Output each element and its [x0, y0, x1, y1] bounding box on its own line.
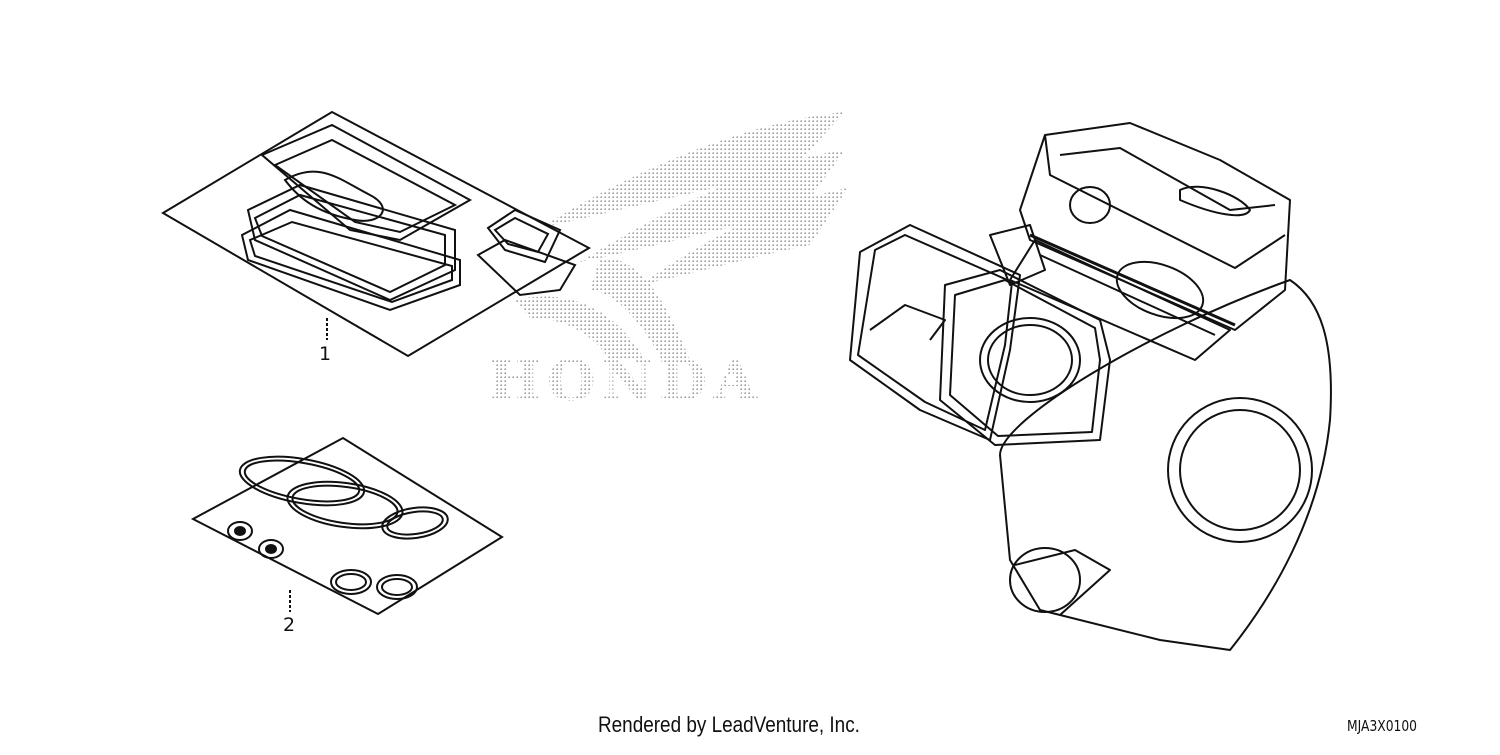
- callout-label-1[interactable]: 1: [319, 343, 332, 365]
- honda-wing-watermark: [515, 112, 848, 360]
- diagram-code: MJA3X0100: [1347, 717, 1417, 735]
- callout-label-2[interactable]: 2: [283, 614, 296, 636]
- engine-assembly: [849, 122, 1332, 651]
- gasket-kit-a: [161, 110, 592, 358]
- gasket-kit-b: [190, 436, 504, 616]
- honda-logo-watermark: HONDA: [488, 348, 763, 414]
- footer-credit: Rendered by LeadVenture, Inc.: [598, 712, 860, 737]
